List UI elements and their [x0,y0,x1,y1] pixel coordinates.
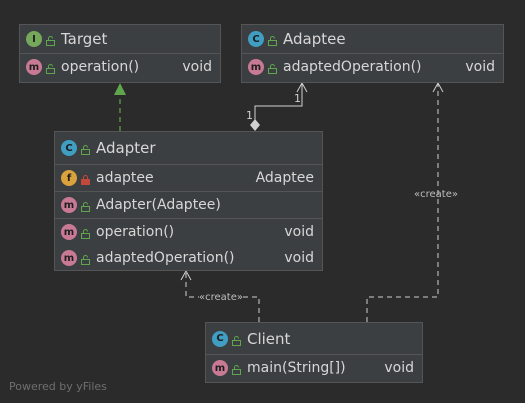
interface-badge-icon: I [26,31,42,47]
method-badge-icon: m [248,59,264,75]
method-name: adaptedOperation() [283,59,422,75]
class-name: Target [61,30,108,48]
constructor-row[interactable]: m Adapter(Adaptee) [55,191,322,218]
class-header: C Adaptee [242,25,503,54]
method-name: operation() [61,59,140,75]
method-return-type: void [284,250,314,266]
create-edge-adaptee [366,84,439,322]
field-row[interactable]: f adaptee Adaptee [55,165,322,191]
public-visibility-icon [268,34,277,46]
method-row[interactable]: m main(String[]) void [206,355,422,381]
static-method-badge-icon: m [212,360,228,376]
method-row[interactable]: m operation() void [20,54,220,80]
public-visibility-icon [81,227,90,239]
class-target[interactable]: I Target m operation() void [19,24,221,83]
class-badge-icon: C [61,140,77,156]
method-name: operation() [96,224,175,240]
multiplicity-adaptee-end: 1 [294,92,301,105]
public-visibility-icon [268,62,277,74]
method-return-type: void [284,224,314,240]
association-edge [254,84,303,122]
field-type: Adaptee [255,170,314,186]
public-visibility-icon [232,334,241,346]
implements-arrowhead [114,83,126,95]
public-visibility-icon [46,62,55,74]
class-adapter[interactable]: C Adapter f adaptee Adaptee m Adapter(Ad… [54,131,323,271]
field-name: adaptee [96,170,154,186]
create-arrowhead-adaptee [432,81,444,93]
footer-credit: Powered by yFiles [9,380,107,393]
create-label-adapter: «create» [199,292,243,303]
method-badge-icon: m [61,250,77,266]
method-return-type: void [465,59,495,75]
method-row[interactable]: m operation() void [55,218,322,245]
public-visibility-icon [81,253,90,265]
class-header: C Client [206,323,422,355]
method-name: main(String[]) [247,360,346,376]
public-visibility-icon [81,143,90,155]
constructor-name: Adapter(Adaptee) [96,197,221,213]
class-badge-icon: C [248,31,264,47]
method-name: adaptedOperation() [96,250,235,266]
public-visibility-icon [232,363,241,375]
class-name: Adaptee [283,30,346,48]
method-return-type: void [384,360,414,376]
class-client[interactable]: C Client m main(String[]) void [205,322,423,383]
create-label-adaptee: «create» [414,189,458,200]
create-edge-adapter [185,272,260,322]
multiplicity-adapter-end: 1 [246,109,253,122]
method-badge-icon: m [61,224,77,240]
class-header: C Adapter [55,132,322,165]
class-adaptee[interactable]: C Adaptee m adaptedOperation() void [241,24,504,83]
method-return-type: void [182,59,212,75]
class-badge-icon: C [212,330,228,347]
create-arrowhead-adapter [180,269,192,281]
method-badge-icon: m [26,59,42,75]
method-badge-icon: m [61,197,77,213]
method-row[interactable]: m adaptedOperation() void [55,245,322,271]
class-header: I Target [20,25,220,54]
field-badge-icon: f [61,170,77,186]
class-name: Adapter [96,139,156,157]
method-row[interactable]: m adaptedOperation() void [242,54,503,80]
public-visibility-icon [81,200,90,212]
private-visibility-icon [81,173,90,185]
class-name: Client [247,329,291,348]
public-visibility-icon [46,34,55,46]
aggregation-diamond [250,119,260,131]
association-arrowhead [296,81,308,93]
